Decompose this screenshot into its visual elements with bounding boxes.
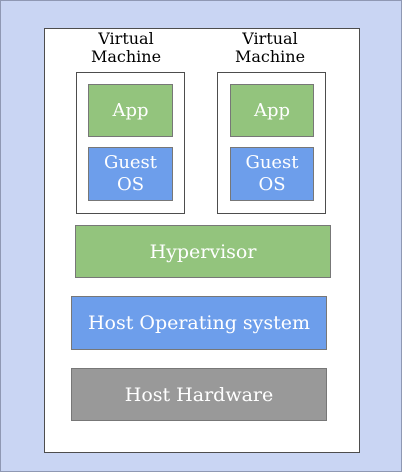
vm-1-title: Virtual Machine xyxy=(90,29,162,66)
vm-1-app-block: App xyxy=(88,84,173,137)
vm-1-guest-os-block: Guest OS xyxy=(88,147,173,201)
vm-2-box: App Guest OS xyxy=(217,72,326,214)
host-hardware-block: Host Hardware xyxy=(71,368,327,421)
host-os-block: Host Operating system xyxy=(71,296,327,350)
vm-2-title: Virtual Machine xyxy=(234,29,306,66)
vm-2-guest-os-block: Guest OS xyxy=(230,147,314,201)
vm-1-box: App Guest OS xyxy=(76,72,185,214)
hypervisor-block: Hypervisor xyxy=(75,225,331,278)
vm-2-app-block: App xyxy=(230,84,314,137)
diagram-panel: Virtual Machine App Guest OS Virtual Mac… xyxy=(44,28,360,453)
